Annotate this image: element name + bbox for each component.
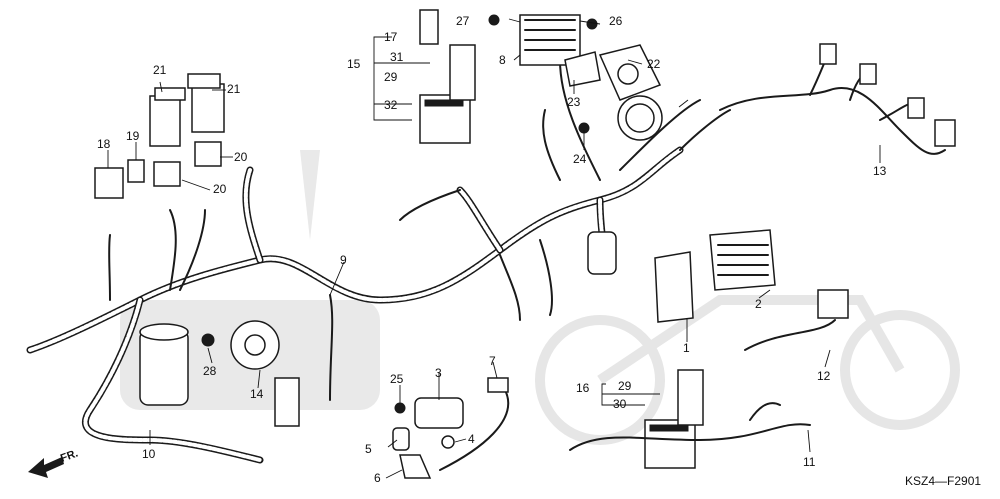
callout-26: 26 bbox=[609, 14, 623, 28]
regulator-rectifier bbox=[519, 14, 581, 66]
callout-28: 28 bbox=[203, 364, 217, 378]
callout-19: 19 bbox=[126, 129, 140, 143]
ignition-coil-3 bbox=[414, 397, 464, 429]
callout-9: 9 bbox=[340, 253, 347, 267]
condenser-left bbox=[139, 323, 189, 406]
callout-24: 24 bbox=[573, 152, 587, 166]
leader-lines bbox=[107, 18, 881, 479]
callout-23: 23 bbox=[567, 95, 581, 109]
fuse-box-lower bbox=[644, 369, 704, 469]
horn-14 bbox=[230, 320, 280, 370]
callout-4: 4 bbox=[468, 432, 475, 446]
callout-14: 14 bbox=[250, 387, 264, 401]
spark-plug-cap-6 bbox=[399, 454, 432, 479]
main-wire-harness bbox=[26, 59, 731, 464]
callouts: 1 2 3 4 5 6 7 8 9 10 11 12 13 14 15 16 1… bbox=[97, 14, 887, 485]
bolt-27 bbox=[488, 14, 500, 26]
callout-20-lower: 20 bbox=[213, 182, 227, 196]
callout-5: 5 bbox=[365, 442, 372, 456]
bolt-25 bbox=[394, 402, 406, 414]
callout-13: 13 bbox=[873, 164, 887, 178]
fuse-box-upper bbox=[419, 44, 476, 144]
callout-10: 10 bbox=[142, 447, 156, 461]
cover-1 bbox=[654, 251, 694, 323]
callout-20-upper: 20 bbox=[234, 150, 248, 164]
callout-16: 16 bbox=[576, 381, 590, 395]
callout-7: 7 bbox=[489, 354, 496, 368]
sub-harness-11 bbox=[569, 402, 811, 451]
callout-25: 25 bbox=[390, 372, 404, 386]
callout-27: 27 bbox=[456, 14, 470, 28]
front-direction-label: FR. bbox=[59, 447, 80, 464]
callout-29-upper: 29 bbox=[384, 70, 398, 84]
callout-30: 30 bbox=[613, 397, 627, 411]
fuse-17 bbox=[419, 9, 439, 45]
callout-1: 1 bbox=[683, 341, 690, 355]
callout-17: 17 bbox=[384, 30, 398, 44]
callout-11: 11 bbox=[803, 455, 816, 469]
callout-29-lower: 29 bbox=[618, 379, 632, 393]
callout-18: 18 bbox=[97, 137, 111, 151]
callout-2: 2 bbox=[755, 297, 762, 311]
relay-20-upper bbox=[194, 141, 222, 167]
rubber-23 bbox=[564, 51, 601, 87]
bolt-28 bbox=[201, 333, 215, 347]
callout-22: 22 bbox=[647, 57, 661, 71]
callout-15: 15 bbox=[347, 57, 361, 71]
bolt-26 bbox=[586, 18, 598, 30]
diagram-code: KSZ4—F2901 bbox=[905, 474, 981, 488]
sub-harness-13 bbox=[719, 43, 956, 155]
callout-3: 3 bbox=[435, 366, 442, 380]
callout-31: 31 bbox=[390, 50, 404, 64]
sub-harness-12 bbox=[744, 289, 849, 351]
relay-19 bbox=[127, 159, 145, 183]
relay-18 bbox=[94, 167, 124, 199]
switch-14 bbox=[274, 377, 300, 427]
relay-20-lower bbox=[153, 161, 181, 187]
bracket-22 bbox=[598, 44, 662, 101]
high-tension-lead-7 bbox=[439, 377, 510, 471]
ignition-module bbox=[617, 95, 663, 141]
grommet-5 bbox=[392, 427, 410, 451]
front-direction-arrow: FR. bbox=[28, 447, 80, 478]
callout-21-left: 21 bbox=[153, 63, 167, 77]
relay-21-left bbox=[149, 87, 186, 147]
callout-12: 12 bbox=[817, 369, 831, 383]
callout-6: 6 bbox=[374, 471, 381, 485]
callout-21-right: 21 bbox=[227, 82, 241, 96]
condenser-center bbox=[587, 231, 617, 275]
callout-8: 8 bbox=[499, 53, 506, 67]
relay-21-right bbox=[187, 73, 225, 133]
callout-32: 32 bbox=[384, 98, 398, 112]
ignition-unit-2 bbox=[709, 229, 776, 291]
clip-4 bbox=[441, 435, 455, 449]
